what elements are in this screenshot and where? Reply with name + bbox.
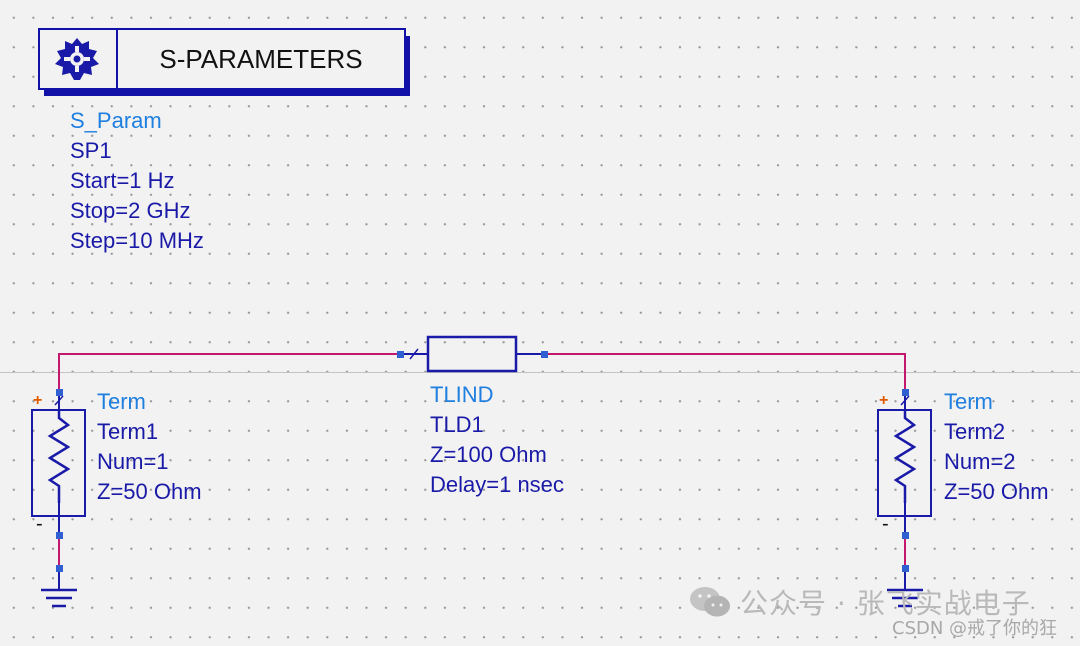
tlind-symbol[interactable] bbox=[397, 335, 548, 373]
grid-guide-line bbox=[0, 372, 1080, 373]
term1-type-label: Term bbox=[97, 389, 146, 414]
tlind-impedance[interactable]: Z=100 Ohm bbox=[430, 442, 547, 467]
gear-icon bbox=[55, 38, 99, 80]
stop-frequency[interactable]: Stop=2 GHz bbox=[70, 198, 191, 223]
controller-parameters[interactable]: S_Param SP1 Start=1 Hz Stop=2 GHz Step=1… bbox=[70, 106, 204, 256]
ground-2-pin[interactable] bbox=[902, 565, 909, 572]
controller-instance-name: SP1 bbox=[70, 138, 112, 163]
wire-tline-to-term2[interactable] bbox=[545, 353, 906, 392]
term1-port-number[interactable]: Num=1 bbox=[97, 449, 169, 474]
ground-1-pin[interactable] bbox=[56, 565, 63, 572]
wechat-icon bbox=[690, 587, 730, 617]
step-frequency[interactable]: Step=10 MHz bbox=[70, 228, 204, 253]
term1-plus-sign: + bbox=[33, 392, 42, 409]
tlind-parameters[interactable]: TLIND TLD1 Z=100 Ohm Delay=1 nsec bbox=[430, 380, 564, 500]
term1-impedance[interactable]: Z=50 Ohm bbox=[97, 479, 202, 504]
tlind-pin-1[interactable] bbox=[397, 351, 404, 358]
term2-pin-top[interactable] bbox=[902, 389, 909, 396]
controller-type-label: S_Param bbox=[70, 108, 162, 133]
watermark: 公众号 · 张飞实战电子 bbox=[688, 582, 1031, 622]
term2-impedance[interactable]: Z=50 Ohm bbox=[944, 479, 1049, 504]
csdn-credit: CSDN @戒了你的狂 bbox=[892, 618, 1058, 639]
term1-instance-name: Term1 bbox=[97, 419, 159, 444]
controller-box: S-PARAMETERS bbox=[38, 28, 406, 90]
term1-symbol[interactable]: + - bbox=[31, 389, 86, 539]
wire-term1-to-tline[interactable] bbox=[58, 353, 402, 392]
term2-instance-name: Term2 bbox=[944, 419, 1006, 444]
watermark-text: 公众号 · 张飞实战电子 bbox=[740, 587, 1031, 620]
controller-title: S-PARAMETERS bbox=[159, 44, 363, 74]
tlind-type-label: TLIND bbox=[430, 382, 494, 407]
term2-parameters[interactable]: Term Term2 Num=2 Z=50 Ohm bbox=[944, 387, 1049, 507]
start-frequency[interactable]: Start=1 Hz bbox=[70, 168, 175, 193]
term2-pin-bottom[interactable] bbox=[902, 532, 909, 539]
s-parameters-controller[interactable]: S-PARAMETERS bbox=[38, 28, 410, 96]
term1-parameters[interactable]: Term Term1 Num=1 Z=50 Ohm bbox=[97, 387, 202, 507]
tlind-delay[interactable]: Delay=1 nsec bbox=[430, 472, 564, 497]
term2-symbol[interactable]: + - bbox=[877, 389, 932, 539]
ground-symbol-2[interactable] bbox=[887, 565, 923, 608]
term2-port-number[interactable]: Num=2 bbox=[944, 449, 1016, 474]
term1-minus-sign: - bbox=[36, 513, 43, 535]
ground-symbol-1[interactable] bbox=[41, 565, 77, 608]
term2-minus-sign: - bbox=[882, 513, 889, 535]
term2-plus-sign: + bbox=[879, 392, 888, 409]
tlind-instance-name: TLD1 bbox=[430, 412, 484, 437]
tlind-pin-2[interactable] bbox=[541, 351, 548, 358]
term1-pin-bottom[interactable] bbox=[56, 532, 63, 539]
term2-type-label: Term bbox=[944, 389, 993, 414]
controller-icon-cell bbox=[40, 30, 118, 88]
term1-pin-top[interactable] bbox=[56, 389, 63, 396]
